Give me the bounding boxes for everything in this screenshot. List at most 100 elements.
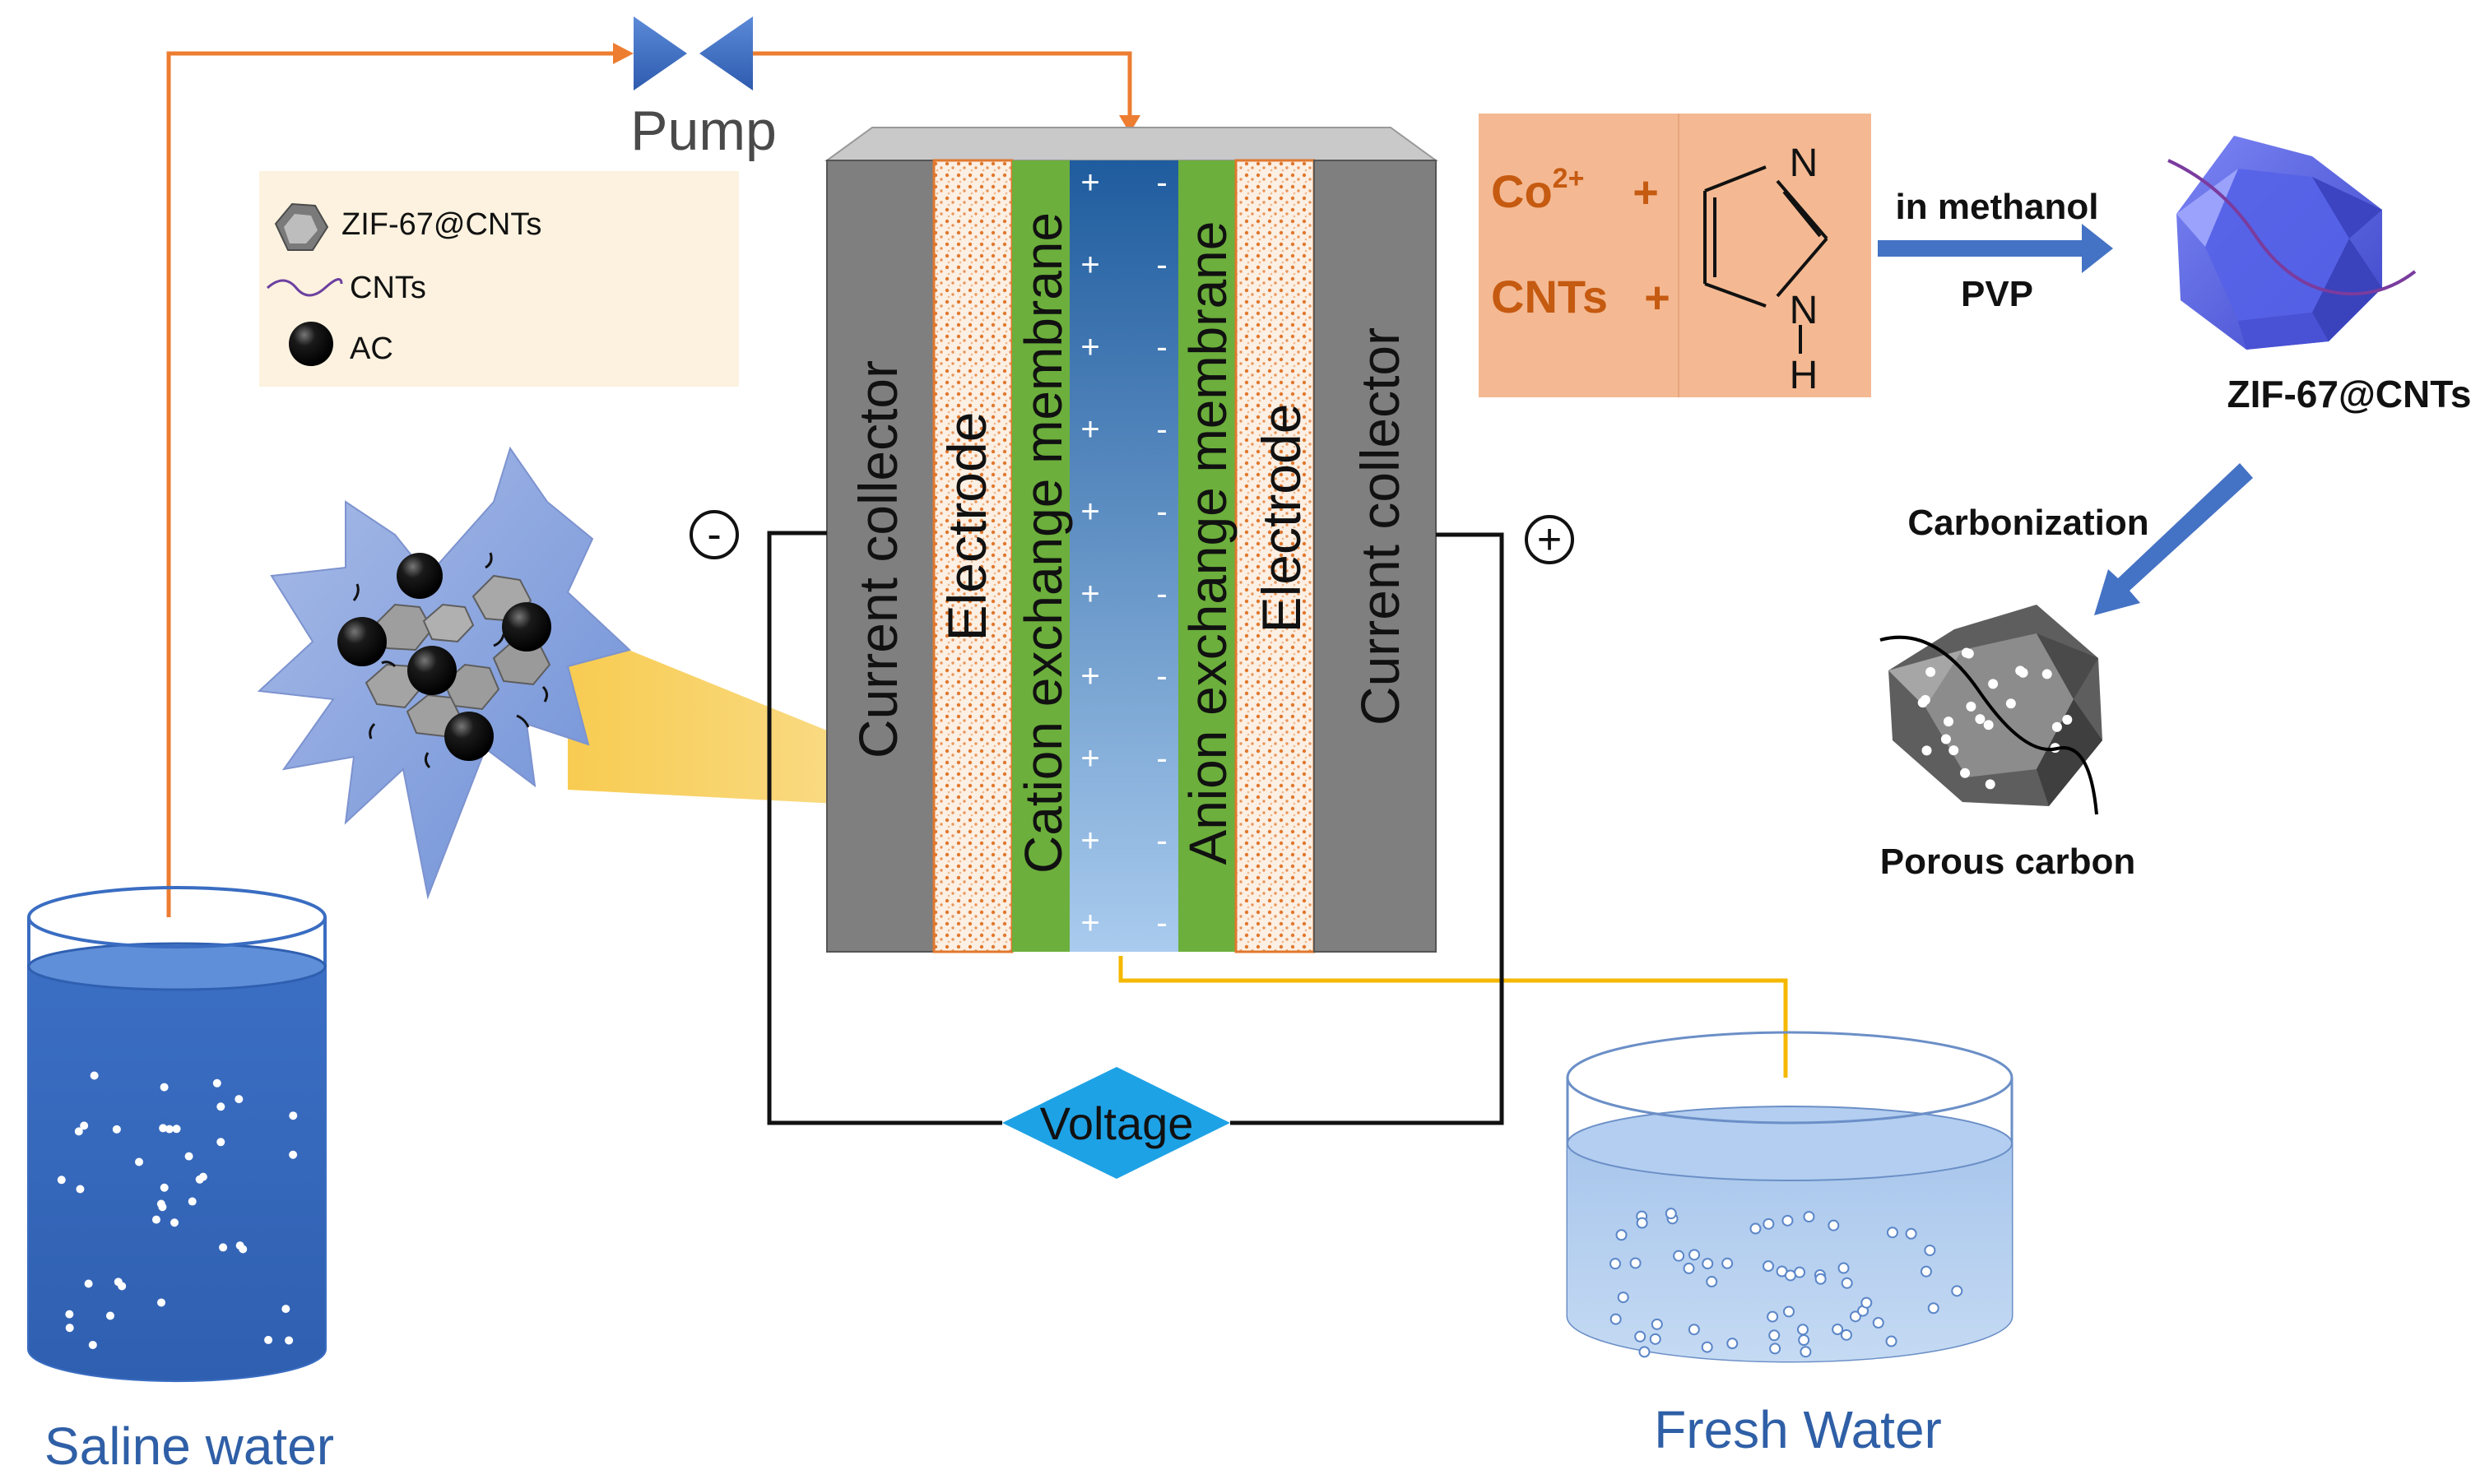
saline-water-tank xyxy=(27,886,327,1383)
cobalt-ion: Co2+ xyxy=(1491,163,1584,217)
cation-sign: + xyxy=(1080,905,1099,941)
ion-dot xyxy=(184,1152,193,1161)
plus-sign-1: + xyxy=(1633,168,1659,217)
pore-dot xyxy=(1940,734,1951,744)
legend: ZIF-67@CNTs CNTs AC xyxy=(259,171,739,387)
cnts-reactant: CNTs xyxy=(1491,271,1608,322)
ion-dot xyxy=(1638,1346,1651,1358)
anion-sign: - xyxy=(1156,247,1167,283)
anion-membrane-label: Anion exchange membrane xyxy=(1178,221,1238,865)
reaction-arrow xyxy=(1878,224,2113,273)
ion-dot xyxy=(1951,1285,1963,1297)
ion-dot xyxy=(105,1311,114,1320)
ion-dot xyxy=(1609,1313,1622,1325)
circuit-wire xyxy=(767,531,1504,1125)
ion-dot xyxy=(1763,1260,1775,1273)
ion-dot xyxy=(1927,1302,1939,1315)
voltage-diamond[interactable] xyxy=(1002,1067,1230,1179)
zif67-cnts-label: ZIF-67@CNTs xyxy=(2227,373,2471,415)
ion-dot xyxy=(1781,1214,1794,1227)
ion-dot xyxy=(235,1241,244,1250)
porous-carbon-label: Porous carbon xyxy=(1880,842,2136,882)
pump-valve-icon[interactable] xyxy=(634,16,753,90)
ion-dot xyxy=(219,1243,228,1252)
ion-dot xyxy=(160,1183,169,1192)
fresh-outlet-line xyxy=(1118,956,1788,1094)
ion-dot xyxy=(88,1340,97,1349)
pore-dot xyxy=(2051,721,2062,732)
ion-dot xyxy=(289,1111,298,1120)
ion-dot xyxy=(1749,1222,1762,1235)
cation-sign: + xyxy=(1080,576,1099,612)
ion-dot xyxy=(289,1150,298,1159)
ion-dot xyxy=(1849,1310,1861,1323)
ion-dot xyxy=(1872,1317,1884,1329)
ion-dot xyxy=(1609,1258,1622,1270)
pore-dot xyxy=(1985,779,1995,790)
cdi-cell: +-+-+-+-+-+-+-+-+-+- xyxy=(824,127,1439,953)
black-sphere-icon xyxy=(289,322,333,366)
ion-dot xyxy=(157,1298,166,1307)
positive-terminal: + xyxy=(1525,515,1574,564)
pore-dot xyxy=(1975,714,1986,725)
ion-dot xyxy=(165,1125,174,1134)
ion-dot xyxy=(1837,1262,1850,1274)
flow-channel xyxy=(1070,160,1178,952)
ion-dot xyxy=(160,1083,169,1092)
imidazole-n-top: N xyxy=(1790,141,1818,185)
right-electrode xyxy=(1234,159,1316,953)
ion-dot xyxy=(172,1125,181,1134)
ion-dot xyxy=(1706,1276,1718,1288)
cation-sign: + xyxy=(1080,658,1099,694)
pore-dot xyxy=(2018,667,2028,678)
ion-dot xyxy=(1769,1343,1781,1355)
ion-dot xyxy=(1702,1258,1714,1270)
cation-sign: + xyxy=(1080,411,1099,448)
ion-dot xyxy=(1634,1330,1647,1343)
ion-dot xyxy=(1886,1227,1898,1239)
ion-dot xyxy=(281,1305,290,1314)
ion-dot xyxy=(1814,1273,1827,1285)
ion-dot xyxy=(216,1138,225,1147)
ion-dot xyxy=(1798,1334,1810,1347)
imidazole-structure xyxy=(1703,165,1828,354)
ion-dot xyxy=(1701,1341,1713,1353)
ion-dot xyxy=(57,1176,66,1185)
ion-dot xyxy=(198,1172,207,1181)
ion-dot xyxy=(1763,1217,1775,1230)
inlet-arrowhead xyxy=(613,43,634,64)
cation-sign: + xyxy=(1080,740,1099,777)
ion-dot xyxy=(1840,1329,1852,1341)
legend-label-ac: AC xyxy=(350,332,393,366)
left-current-collector xyxy=(826,160,935,953)
pore-dot xyxy=(1921,745,1932,756)
ion-dot xyxy=(1782,1305,1795,1318)
carbonization-arrow xyxy=(2094,463,2253,615)
composite-particles xyxy=(337,552,551,769)
pore-dot xyxy=(1944,716,1954,727)
cation-exchange-membrane xyxy=(1012,160,1070,952)
ion-dot xyxy=(1784,1269,1796,1282)
cell-top-face xyxy=(824,127,1439,161)
anion-sign: - xyxy=(1156,823,1167,859)
pore-dot xyxy=(1983,720,1994,730)
ion-dot xyxy=(114,1278,123,1287)
condition-solvent: in methanol xyxy=(1896,187,2099,227)
ion-dot xyxy=(212,1078,221,1087)
ion-dot xyxy=(1683,1262,1695,1274)
right-electrode-label: Electrode xyxy=(1251,404,1312,633)
anion-sign: - xyxy=(1156,165,1167,201)
pore-dot xyxy=(2041,669,2052,679)
pore-dot xyxy=(1917,698,1928,708)
ion-dot xyxy=(1617,1292,1629,1304)
right-current-collector xyxy=(1313,160,1437,953)
saline-inlet-line xyxy=(166,51,1132,954)
ion-dot xyxy=(156,1199,165,1208)
anion-sign: - xyxy=(1156,658,1167,694)
ion-dot xyxy=(1629,1257,1642,1269)
ion-dot xyxy=(74,1127,83,1136)
pore-dot xyxy=(2062,714,2073,725)
condition-additive: PVP xyxy=(1961,274,2033,314)
fresh-water-label: Fresh Water xyxy=(1654,1400,1942,1459)
ion-dot xyxy=(1920,1265,1932,1278)
